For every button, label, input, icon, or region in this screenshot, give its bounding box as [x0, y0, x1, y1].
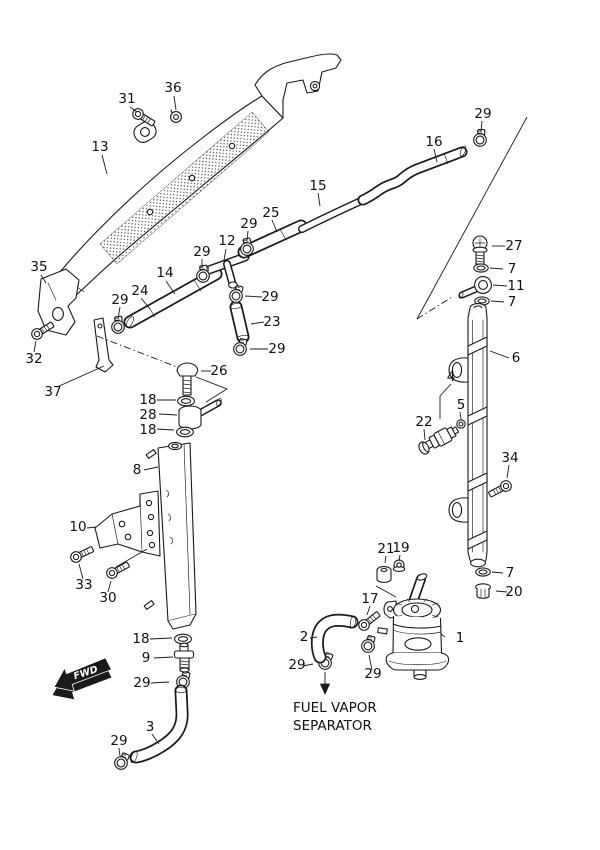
callout-29: 29 — [288, 657, 305, 673]
callout-29: 29 — [474, 106, 491, 122]
part-6-fuel-rail — [448, 303, 488, 568]
callout-34: 34 — [501, 450, 518, 466]
fwd-direction-arrow: FWD — [52, 657, 113, 700]
part-30-bolt — [104, 559, 132, 581]
callout-2: 2 — [300, 629, 309, 645]
callout-24: 24 — [131, 283, 148, 299]
callout-4: 4 — [447, 369, 456, 385]
callout-5: 5 — [457, 397, 466, 413]
part-1-fuel-vapor-separator — [377, 573, 450, 680]
part-34-bolt — [486, 478, 514, 500]
part-10-bracket — [94, 490, 161, 557]
part-2-hose — [310, 613, 359, 664]
callout-21: 21 — [377, 541, 394, 557]
callout-35: 35 — [30, 259, 47, 275]
callout-18: 18 — [132, 631, 149, 647]
callout-33: 33 — [75, 577, 92, 593]
callout-7: 7 — [508, 261, 517, 277]
callout-12: 12 — [218, 233, 235, 249]
part-12-t-joint — [201, 252, 250, 289]
callout-18: 18 — [139, 392, 156, 408]
part-28-banjo-fitting — [178, 398, 222, 430]
callout-32: 32 — [25, 351, 42, 367]
part-18-gasket — [177, 395, 195, 407]
callout-18: 18 — [139, 422, 156, 438]
part-3-hose — [129, 684, 189, 764]
callout-8: 8 — [133, 462, 142, 478]
part-7-gasket — [475, 567, 491, 577]
callout-26: 26 — [210, 363, 227, 379]
callout-11: 11 — [507, 278, 524, 294]
callout-19: 19 — [392, 540, 409, 556]
callout-7: 7 — [506, 565, 515, 581]
leader-lines — [33, 95, 528, 757]
callout-25: 25 — [262, 205, 279, 221]
part-7-gasket — [473, 263, 489, 273]
part-33-bolt — [68, 543, 96, 565]
part-15-fuel-pipe — [298, 196, 367, 233]
part-23-hose — [229, 300, 250, 344]
callout-7: 7 — [508, 294, 517, 310]
callout-3: 3 — [146, 719, 155, 735]
part-27-union-bolt — [472, 235, 488, 265]
part-18-gasket — [176, 426, 194, 438]
callout-29: 29 — [111, 292, 128, 308]
callout-29: 29 — [240, 216, 257, 232]
callout-29: 29 — [261, 289, 278, 305]
part-8-pipe-assy — [143, 441, 197, 630]
callout-29: 29 — [193, 244, 210, 260]
part-22-injector-cap — [418, 441, 430, 455]
callout-29: 29 — [268, 341, 285, 357]
callout-36: 36 — [164, 80, 181, 96]
callout-20: 20 — [505, 584, 522, 600]
separator-note: FUEL VAPOR SEPARATOR — [293, 672, 377, 734]
note-line-2: SEPARATOR — [293, 718, 372, 734]
callout-29: 29 — [364, 666, 381, 682]
callout-14: 14 — [156, 265, 173, 281]
part-35-bracket — [37, 268, 80, 336]
callout-22: 22 — [415, 414, 432, 430]
callout-37: 37 — [44, 384, 61, 400]
part-9-joint — [173, 642, 195, 673]
part-13-silencer-cover — [39, 53, 342, 319]
part-20-drain-bolt — [475, 583, 491, 599]
part-21-cushion — [376, 566, 392, 583]
callout-9: 9 — [142, 650, 151, 666]
callout-17: 17 — [361, 591, 378, 607]
part-37-stay — [93, 317, 114, 373]
part-26-union-bolt — [176, 362, 199, 396]
callout-15: 15 — [309, 178, 326, 194]
callout-27: 27 — [505, 238, 522, 254]
callout-13: 13 — [91, 139, 108, 155]
callout-10: 10 — [69, 519, 86, 535]
part-36-nut — [170, 109, 182, 123]
callout-31: 31 — [118, 91, 135, 107]
part-16-fuel-pipe-bend — [357, 145, 468, 206]
callout-1: 1 — [456, 630, 465, 646]
callout-16: 16 — [425, 134, 442, 150]
callout-29: 29 — [133, 675, 150, 691]
callout-23: 23 — [263, 314, 280, 330]
callout-6: 6 — [512, 350, 521, 366]
callout-labels: 31 36 13 35 32 37 14 24 29 29 12 29 25 1… — [25, 80, 524, 749]
callout-28: 28 — [139, 407, 156, 423]
part-5-o-ring — [456, 419, 466, 429]
callout-30: 30 — [99, 590, 116, 606]
part-18-gasket — [174, 633, 192, 645]
callout-29: 29 — [110, 733, 127, 749]
note-line-1: FUEL VAPOR — [293, 700, 377, 716]
part-19-nut — [392, 559, 406, 572]
part-11-banjo-fitting — [458, 276, 492, 299]
